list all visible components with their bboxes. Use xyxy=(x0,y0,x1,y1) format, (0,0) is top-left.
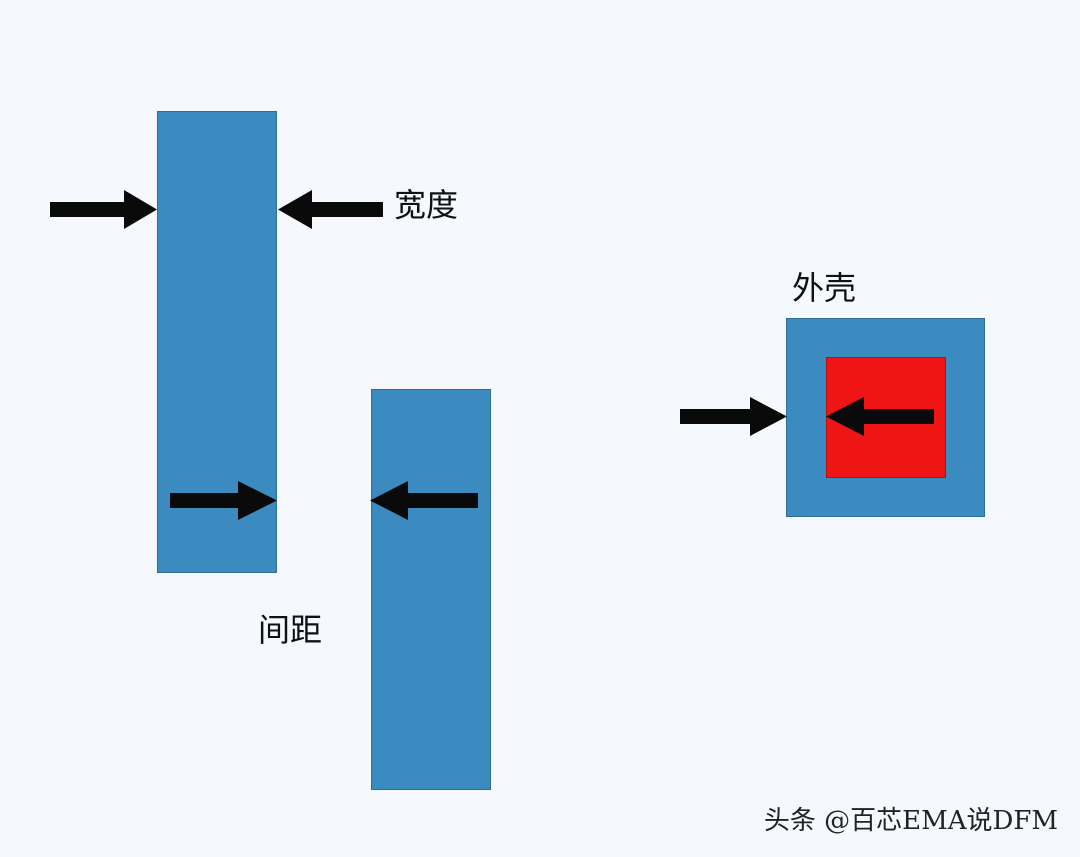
enclosure-arrow-right xyxy=(826,397,934,436)
width-arrow-right xyxy=(278,190,383,229)
right-conductor-bar xyxy=(371,389,491,790)
spacing-arrow-right xyxy=(370,481,478,520)
width-arrow-left xyxy=(50,190,157,229)
enclosure-label: 外壳 xyxy=(792,269,857,307)
width-label: 宽度 xyxy=(394,186,459,224)
watermark-text: 头条 @百芯EMA说DFM xyxy=(763,806,1058,836)
spacing-arrow-left xyxy=(170,481,277,520)
enclosure-arrow-left xyxy=(680,397,787,436)
spacing-label: 间距 xyxy=(258,611,323,649)
